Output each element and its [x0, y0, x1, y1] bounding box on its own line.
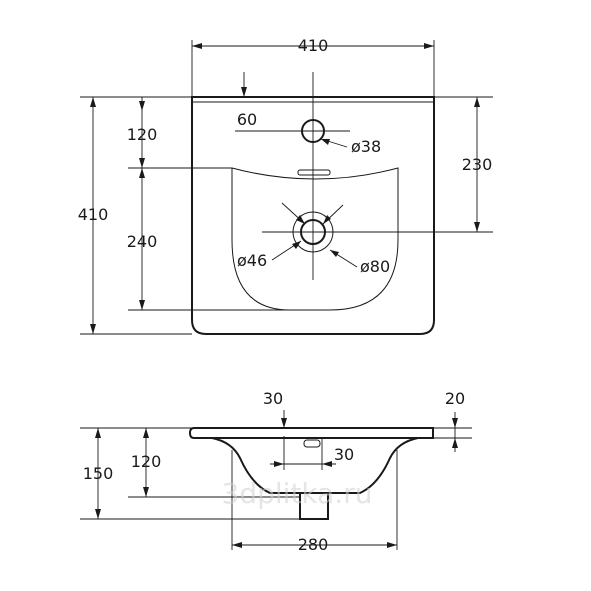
arrow [292, 241, 301, 249]
arrow [330, 250, 339, 257]
arrow [139, 158, 145, 168]
dim-label-total-height: 150 [83, 464, 114, 483]
arrow [143, 428, 149, 438]
arrow [323, 215, 331, 224]
arrow [143, 487, 149, 497]
dim-label-slab-thickness: 20 [445, 389, 465, 408]
arrow [139, 300, 145, 310]
dim-label-drain-diameter: ø46 [237, 251, 267, 270]
arrow [139, 101, 145, 111]
arrow [232, 542, 242, 548]
overflow-hole [303, 439, 321, 448]
top-view: 410 410 120 240 60 ø38 230 [78, 36, 493, 335]
arrow [296, 215, 305, 224]
arrow [90, 97, 96, 107]
arrow [387, 542, 397, 548]
bowl-outline [231, 167, 399, 311]
arrow [281, 418, 287, 428]
arrow [424, 43, 434, 49]
dim-label-bowl-width: 280 [298, 535, 329, 554]
sink-outline [191, 96, 435, 335]
dim-label-width: 410 [298, 36, 329, 55]
arrow [274, 461, 284, 467]
arrow [452, 438, 458, 448]
dim-label-bowl-height: 120 [131, 452, 162, 471]
arrow [474, 97, 480, 107]
dim-label-drain-axis: 230 [462, 155, 493, 174]
dim-label-top-offset: 120 [127, 125, 158, 144]
dim-label-slab-offset: 30 [263, 389, 283, 408]
side-view: 30 20 150 120 30 280 [80, 389, 472, 554]
arrow [474, 222, 480, 232]
arrow [321, 139, 330, 145]
arrow [95, 428, 101, 438]
arrow [139, 168, 145, 178]
arrow [192, 43, 202, 49]
arrow [322, 461, 332, 467]
dim-label-depth: 410 [78, 205, 109, 224]
dim-label-faucet-diameter: ø38 [351, 137, 381, 156]
arrow [241, 87, 247, 97]
dim-label-bowl-depth: 240 [127, 232, 158, 251]
arrow [90, 324, 96, 334]
dim-label-overflow: 30 [334, 445, 354, 464]
arrow [95, 509, 101, 519]
overflow-slot [297, 169, 331, 176]
drain-pipe [299, 492, 329, 520]
arrow [452, 418, 458, 428]
watermark: 3dplitka.ru [222, 477, 373, 510]
slab-outline [188, 427, 434, 439]
dim-label-faucet-offset: 60 [237, 110, 257, 129]
dim-label-drain-outer-diameter: ø80 [360, 257, 390, 276]
